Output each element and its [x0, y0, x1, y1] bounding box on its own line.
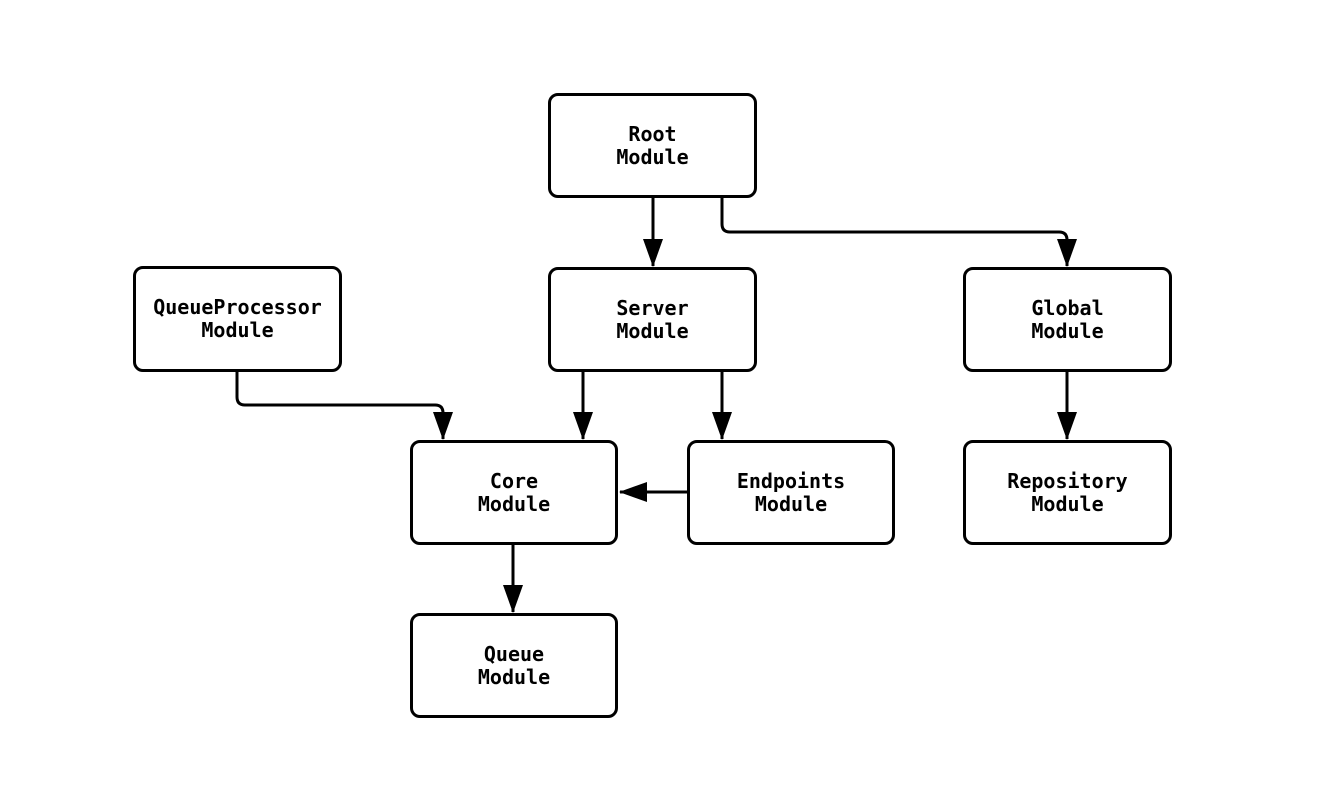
node-repository-module-label: Repository Module [1007, 468, 1128, 516]
edge-queueprocessor-to-core [235, 372, 453, 440]
node-server-module-label: Server Module [616, 295, 689, 343]
node-repository-module: Repository Module [963, 440, 1172, 545]
node-endpoints-module-label: Endpoints Module [736, 468, 846, 516]
node-global-module: Global Module [963, 267, 1172, 372]
node-queue-module: Queue Module [410, 613, 618, 718]
node-global-module-label: Global Module [1031, 295, 1104, 343]
node-queueprocessor-module: QueueProcessor Module [133, 266, 342, 372]
edge-root-to-global [720, 198, 1077, 267]
node-endpoints-module: Endpoints Module [687, 440, 895, 545]
node-root-module-label: Root Module [616, 121, 689, 169]
node-root-module: Root Module [548, 93, 757, 198]
node-queue-module-label: Queue Module [477, 641, 551, 689]
node-queueprocessor-module-label: QueueProcessor Module [153, 295, 322, 342]
node-core-module: Core Module [410, 440, 618, 545]
node-server-module: Server Module [548, 267, 757, 372]
node-core-module-label: Core Module [477, 468, 551, 516]
